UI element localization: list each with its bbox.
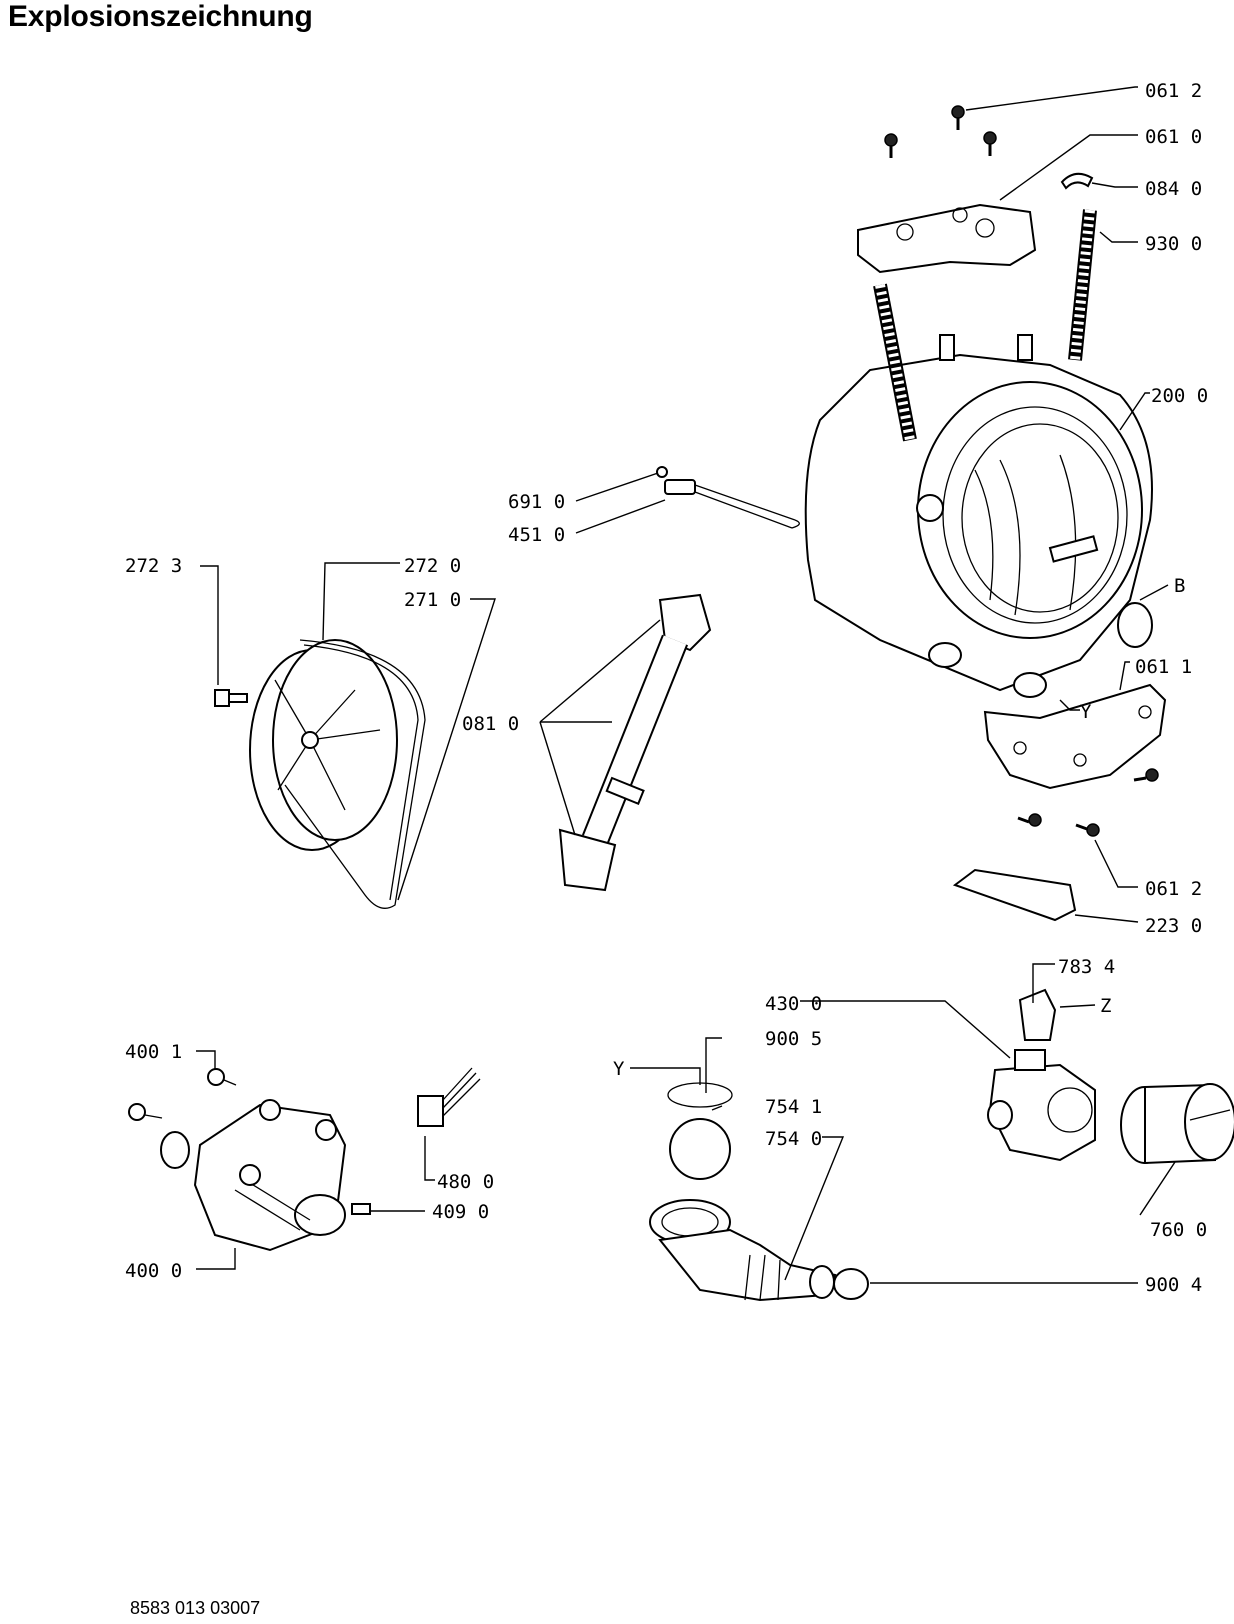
callout-409-0: 409 0 xyxy=(432,1201,489,1223)
motor xyxy=(160,1099,347,1252)
pump-elbow xyxy=(1018,988,1057,1041)
wiring-connector xyxy=(417,1067,481,1127)
tub-assembly xyxy=(804,334,1153,698)
shock-absorber xyxy=(558,593,712,892)
callout-930-0: 930 0 xyxy=(1145,233,1202,255)
callout-Z: Z xyxy=(1100,995,1111,1017)
heater-element xyxy=(656,466,800,529)
callout-754-0: 754 0 xyxy=(765,1128,822,1150)
clamp-900-4 xyxy=(833,1268,869,1300)
ball-valve xyxy=(669,1118,731,1180)
callout-200-0: 200 0 xyxy=(1151,385,1208,407)
callout-061-1: 061 1 xyxy=(1135,656,1192,678)
connector-409 xyxy=(351,1203,371,1215)
callout-400-1: 400 1 xyxy=(125,1041,182,1063)
callout-900-5: 900 5 xyxy=(765,1028,822,1050)
callout-760-0: 760 0 xyxy=(1150,1219,1207,1241)
callout-223-0: 223 0 xyxy=(1145,915,1202,937)
callout-271-0: 271 0 xyxy=(404,589,461,611)
leader-lines xyxy=(196,86,1176,1284)
callout-400-0: 400 0 xyxy=(125,1260,182,1282)
callout-061-0: 061 0 xyxy=(1145,126,1202,148)
pump-filter xyxy=(1120,1083,1234,1165)
belt xyxy=(284,639,426,909)
callout-272-0: 272 0 xyxy=(404,555,461,577)
motor-screws xyxy=(128,1068,237,1121)
drain-pump xyxy=(987,1049,1096,1162)
clip-084 xyxy=(1060,172,1094,190)
callout-061-2-top: 061 2 xyxy=(1145,80,1202,102)
callout-480-0: 480 0 xyxy=(437,1171,494,1193)
callout-900-4: 900 4 xyxy=(1145,1274,1202,1296)
callout-272-3: 272 3 xyxy=(125,555,182,577)
callout-451-0: 451 0 xyxy=(508,524,565,546)
drain-hose xyxy=(649,1199,837,1302)
callout-081-0: 081 0 xyxy=(462,713,519,735)
pulley-screw xyxy=(214,689,248,707)
screws-top xyxy=(884,105,997,158)
callout-Y-tub: Y xyxy=(1080,701,1092,723)
ring-900-5 xyxy=(667,1082,733,1108)
callout-691-0: 691 0 xyxy=(508,491,565,513)
bottom-bracket xyxy=(983,683,1167,790)
callout-084-0: 084 0 xyxy=(1145,178,1202,200)
callout-Y-pump: Y xyxy=(613,1058,625,1080)
hose-930 xyxy=(873,209,1097,442)
document-number: 8583 013 03007 xyxy=(130,1598,261,1618)
callout-754-1: 754 1 xyxy=(765,1096,822,1118)
callout-430-0: 430 0 xyxy=(765,993,822,1015)
paddle-223 xyxy=(952,868,1077,922)
page-title: Explosionszeichnung xyxy=(8,0,313,33)
pulley xyxy=(249,639,398,851)
callout-061-2-bottom: 061 2 xyxy=(1145,878,1202,900)
callout-783-4: 783 4 xyxy=(1058,956,1115,978)
callout-B: B xyxy=(1174,575,1185,597)
top-bracket xyxy=(857,203,1037,274)
screws-bottom xyxy=(1017,768,1159,837)
